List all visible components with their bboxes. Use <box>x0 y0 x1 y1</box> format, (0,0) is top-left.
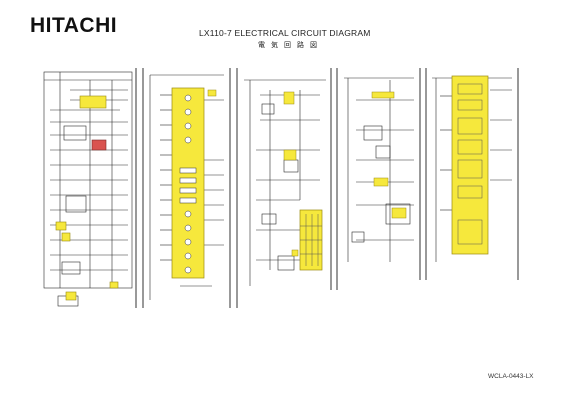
diagram-subtitle: 電気回路図 <box>258 41 323 49</box>
section-2-wiring <box>149 74 224 300</box>
hitachi-logo: HITACHI <box>30 14 118 37</box>
section-2-highlight-block <box>171 87 217 279</box>
column-dividers <box>135 68 519 308</box>
section-5-highlight-block <box>451 75 489 255</box>
section-1-wiring <box>43 71 133 307</box>
section-1-components <box>55 95 119 301</box>
section-4-wiring <box>344 77 414 262</box>
section-3-components <box>283 91 323 271</box>
section-5-wiring <box>432 77 512 262</box>
section-4-components <box>371 91 407 219</box>
section-3-wiring <box>244 79 326 286</box>
document-number: WCLA-0443-LX <box>488 373 534 380</box>
diagram-title: LX110-7 ELECTRICAL CIRCUIT DIAGRAM <box>199 28 371 38</box>
